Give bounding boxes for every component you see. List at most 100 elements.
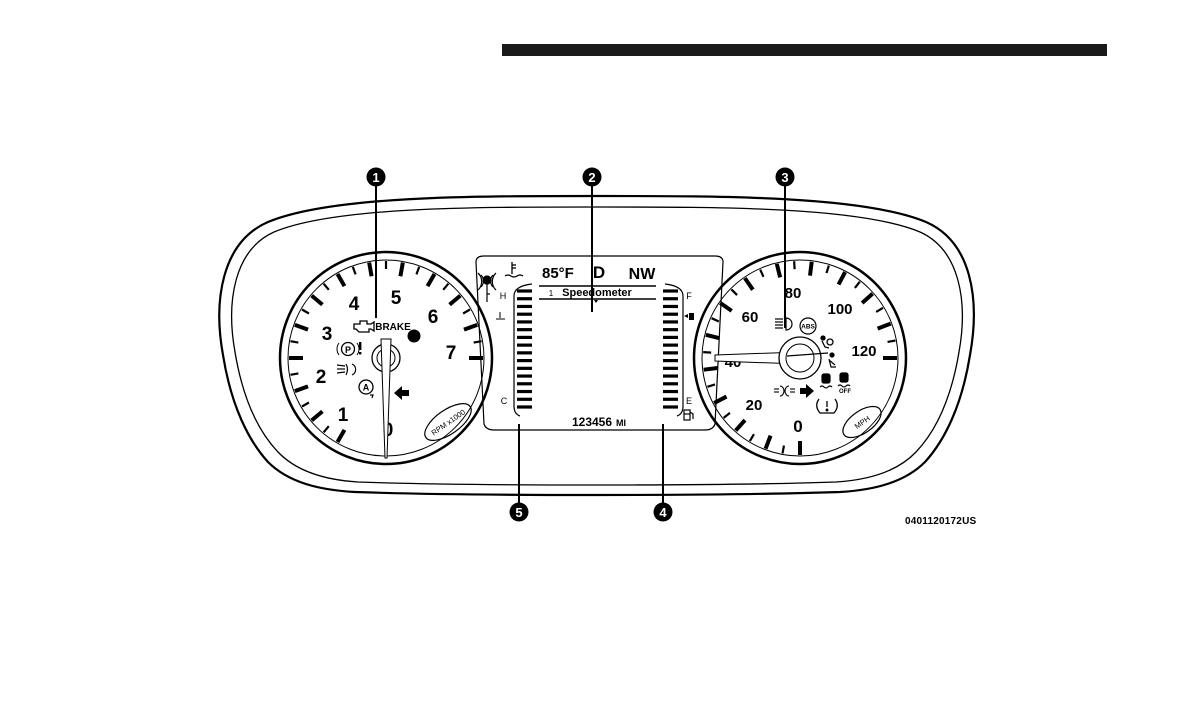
tach-number-2: 2 [316, 367, 327, 388]
speed-tick [736, 420, 745, 430]
callout-3: 3 [776, 168, 795, 187]
abs-warning-icon: ABS [800, 318, 816, 334]
tach-tick [464, 325, 477, 330]
tach-tick [302, 403, 309, 407]
tach-tick [295, 325, 308, 330]
tach-tick [290, 341, 298, 342]
speed-tick [777, 264, 780, 278]
speed-tick [750, 434, 754, 441]
speed-number-100: 100 [827, 301, 852, 318]
tach-tick [290, 373, 298, 374]
fog-light-icon [337, 364, 356, 375]
svg-text:2: 2 [588, 170, 595, 185]
coolant-temp-icon [505, 262, 523, 277]
speed-number-80: 80 [785, 285, 802, 302]
temp-gauge-icon [496, 312, 505, 319]
fuel-gauge: F E [663, 284, 694, 420]
fuel-gauge-bars [663, 291, 678, 407]
svg-text:1: 1 [372, 170, 379, 185]
menu-title: Speedometer [562, 287, 632, 299]
speed-tick [783, 446, 784, 454]
tachometer: 1 2 3 4 5 6 7 0 BRAKE P [280, 252, 492, 464]
tach-tick [400, 262, 402, 276]
tach-tick [338, 430, 345, 442]
tach-tick [302, 310, 309, 314]
callout-leaders [376, 186, 785, 503]
fuel-gauge-empty: E [686, 396, 692, 406]
speedometer-hub [779, 337, 821, 379]
svg-text:4: 4 [659, 505, 667, 520]
tach-number-3: 3 [322, 324, 333, 345]
check-engine-icon [354, 321, 374, 332]
auto-stop-icon: A [359, 380, 373, 398]
tach-tick [450, 296, 461, 305]
speed-tick [707, 384, 715, 386]
speed-tick [766, 436, 771, 449]
security-icon [478, 273, 496, 302]
mph-label-plate: MPH [838, 400, 887, 443]
speed-tick [855, 282, 860, 288]
left-turn-arrow-icon [394, 386, 409, 400]
tach-tick [312, 296, 323, 305]
gear-indicator: D [593, 263, 605, 282]
fuel-door-indicator-icon [684, 313, 694, 320]
park-brake-icon: P [337, 342, 361, 356]
traction-control-icon [820, 374, 832, 388]
tach-tick [463, 310, 470, 314]
tach-tick [369, 262, 371, 276]
traction-off-label: OFF [839, 389, 851, 395]
tach-tick [324, 426, 329, 432]
temp-gauge-hot: H [500, 291, 507, 301]
tach-tick [338, 274, 345, 286]
speed-tick [876, 308, 883, 312]
tach-tick [312, 411, 323, 420]
temperature-gauge: H C [496, 284, 532, 416]
fuel-pump-icon [684, 410, 693, 420]
speed-tick [810, 262, 812, 276]
tach-tick [443, 284, 448, 290]
center-display: 85°F D NW 1 Speedometer H C F E [476, 256, 723, 430]
rpm-label-plate: RPM x1000 [419, 397, 477, 448]
tach-tick [428, 274, 435, 286]
brake-warning-dot [408, 330, 421, 343]
tach-number-4: 4 [349, 294, 360, 315]
svg-text:5: 5 [515, 505, 522, 520]
position-lights-icon [774, 386, 795, 396]
speed-tick [745, 278, 753, 290]
right-turn-arrow-icon [800, 384, 814, 398]
speed-tick [712, 318, 719, 321]
fuel-gauge-full: F [686, 291, 692, 301]
speed-number-20: 20 [746, 397, 763, 414]
seatbelt-icon [829, 353, 836, 367]
tach-tick [353, 267, 356, 275]
auto-symbol: A [363, 383, 370, 393]
traction-control-off-icon: OFF [838, 373, 851, 395]
outside-temperature: 85°F [542, 265, 574, 282]
park-symbol: P [345, 345, 351, 355]
tire-pressure-icon [817, 399, 838, 413]
callout-4: 4 [654, 503, 673, 522]
speed-tick [862, 294, 872, 303]
callout-1: 1 [367, 168, 386, 187]
speed-tick [888, 341, 896, 342]
brake-warning-label: BRAKE [375, 322, 411, 333]
odometer-unit: MI [616, 418, 626, 428]
speed-tick [706, 335, 720, 338]
speed-number-60: 60 [742, 309, 759, 326]
speed-tick [839, 272, 846, 284]
speed-tick [826, 265, 828, 273]
callout-2: 2 [583, 168, 602, 187]
abs-label: ABS [801, 324, 815, 331]
temp-gauge-cold: C [501, 396, 508, 406]
high-beam-icon [775, 318, 792, 330]
odometer-value: 123456 [572, 415, 612, 429]
airbag-icon [821, 336, 833, 348]
speed-number-120: 120 [851, 343, 876, 360]
tach-tick [295, 386, 308, 391]
menu-index: 1 [549, 289, 554, 298]
speed-tick [731, 289, 737, 295]
figure-id: 0401120172US [905, 516, 976, 527]
speed-tick [760, 270, 763, 277]
speed-tick [720, 303, 732, 311]
